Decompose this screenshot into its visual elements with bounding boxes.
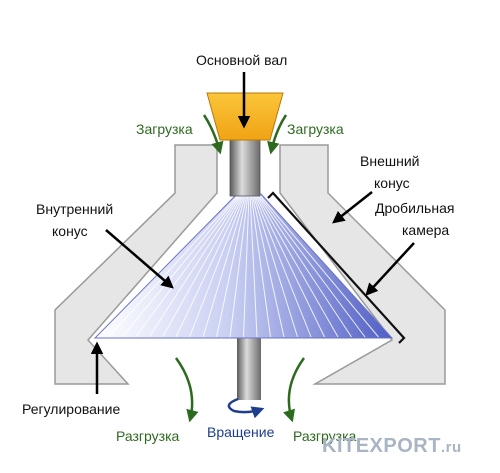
outer-cone-label-line1: Внешний [360,153,420,169]
lower-shaft [237,338,261,400]
inner-cone-ribs [108,194,379,338]
cone-rib [175,194,244,338]
rotation-arrow [227,397,265,419]
outer-body-left [54,144,218,385]
cone-rib [202,194,247,338]
rotation-label: Вращение [207,424,275,440]
cone-rib [257,194,352,338]
cone-rib [229,194,249,338]
outer-cone-arrow [332,191,373,224]
cone-rib [259,194,379,338]
load-label-left: Загрузка [136,121,193,137]
cone-rib [258,194,366,338]
inner-cone-label-line1: Внутренний [36,201,114,217]
unload-arrow-right [283,357,306,423]
cone-rib [251,194,285,338]
load-label-right: Загрузка [287,121,344,137]
cone-rib [108,194,239,338]
unload-label-right: Разгрузка [293,428,357,444]
cone-rib [250,194,271,338]
unload-label-left: Разгрузка [116,428,180,444]
watermark-tld: .ru [440,439,462,456]
cone-rib [121,194,240,338]
load-arrow-right [267,114,288,155]
cone-rib [249,194,258,338]
crushing-chamber-arrow [365,242,415,296]
unload-arrow-left [174,357,199,423]
cone-rib [189,194,246,338]
cone-rib [135,194,241,338]
cone-rib [148,194,242,338]
outer-cone-label-line2: конус [374,175,410,191]
cone-rib [253,194,312,338]
cone-rib [255,194,325,338]
crushing-chamber-label-line2: камера [402,222,450,238]
cone-rib [256,194,339,338]
cone-rib [243,194,250,338]
inner-cone-label-line2: конус [52,223,88,239]
load-arrow-left [202,114,224,155]
crushing-chamber-bracket [267,191,406,344]
crushing-chamber-label-line1: Дробильная [375,200,455,216]
cone-rib [216,194,248,338]
cone-rib [162,194,243,338]
cone-rib [252,194,298,338]
regulation-label: Регулирование [22,401,121,417]
watermark-brand: KITEXPORT [322,435,441,457]
main-shaft [229,137,261,197]
main-shaft-label: Основной вал [196,52,288,68]
inner-cone-arrow [105,229,174,289]
watermark: KITEXPORT.ru [322,435,462,457]
